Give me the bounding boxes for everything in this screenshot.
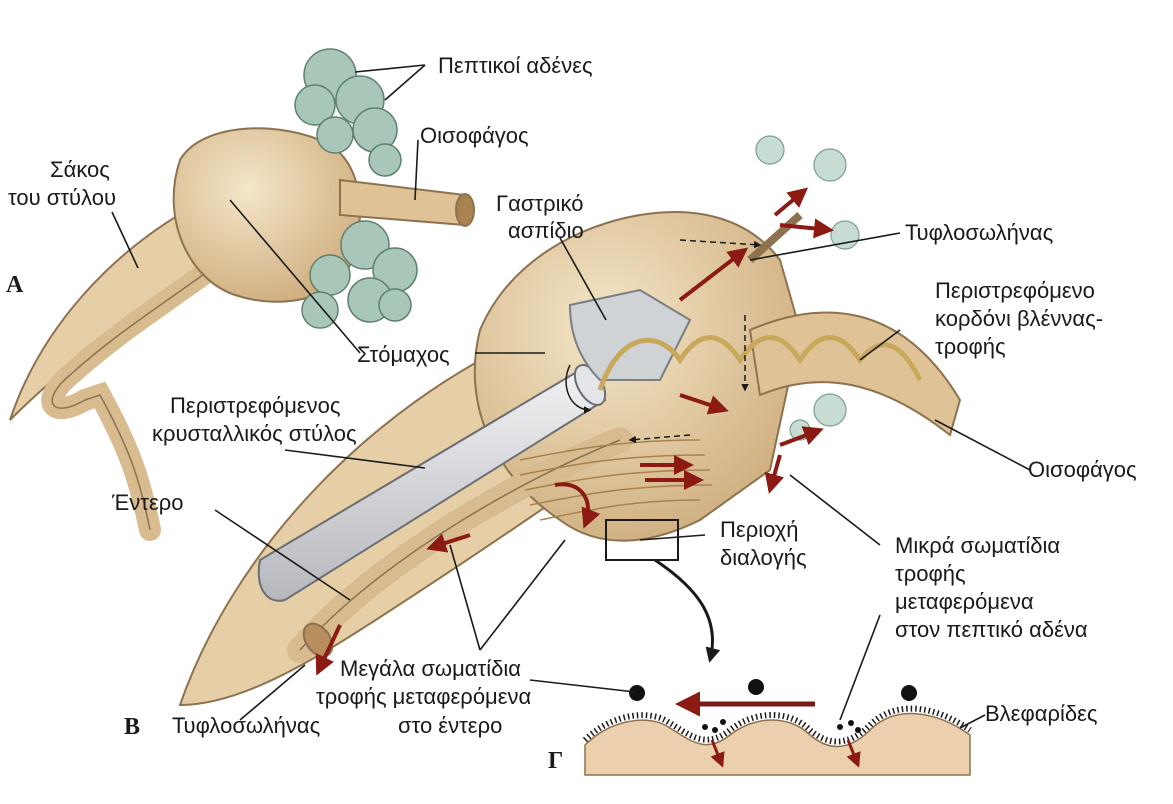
label-intestine: Έντερο: [111, 490, 184, 515]
peptic-gland-cluster-bottom: [301, 220, 418, 329]
diagram-labels: Πεπτικοί αδένες Οισοφάγος Σάκος του στύλ…: [8, 53, 1137, 738]
leader-lines: [111, 64, 1031, 729]
panel-label-c: Γ: [548, 748, 563, 774]
label-large-particles-3: στο έντερο: [398, 713, 502, 738]
label-large-particles-2: τροφής μεταφερόμενα: [316, 684, 532, 709]
esophagus-b-shape: [748, 311, 962, 437]
typhlosole-channel: [747, 212, 803, 263]
label-style-sac-1: Σάκος: [50, 157, 110, 182]
gastric-shield: [568, 288, 692, 381]
label-rotating-cord-3: τροφής: [935, 334, 1006, 359]
cilia-fringe: [582, 705, 972, 745]
peptic-gland-cluster-b-top: [755, 135, 860, 250]
label-crystalline-style-1: Περιστρεφόμενος: [170, 393, 341, 418]
label-esophagus-top: Οισοφάγος: [420, 123, 529, 148]
label-small-particles-1: Μικρά σωματίδια: [895, 533, 1060, 558]
zoom-box: [605, 519, 679, 561]
label-large-particles-1: Μεγάλα σωματίδια: [340, 656, 521, 681]
label-stomach: Στόμαχος: [357, 342, 450, 367]
label-style-sac-2: του στύλου: [8, 185, 116, 210]
rotating-mucus-cord: [597, 335, 923, 391]
label-small-particles-4: στον πεπτικό αδένα: [895, 617, 1088, 642]
esophagus-a-opening: [455, 193, 475, 227]
label-typhlosole-bottom: Τυφλοσωλήνας: [172, 713, 320, 738]
label-rotating-cord-1: Περιστρεφόμενο: [935, 278, 1095, 303]
label-small-particles-3: μεταφερόμενα: [895, 589, 1034, 614]
label-esophagus-right: Οισοφάγος: [1028, 457, 1137, 482]
food-particles-small: [702, 719, 861, 733]
flow-arrows: [315, 187, 834, 676]
label-small-particles-2: τροφής: [895, 561, 966, 586]
panel-label-a: A: [6, 272, 24, 298]
peptic-gland-cluster-top: [294, 48, 402, 177]
cilia-epithelium: [584, 712, 971, 776]
label-sorting-area-2: διαλογής: [720, 545, 807, 570]
stomach-a-shape: [172, 127, 361, 303]
panel-a-illustration: A: [6, 48, 475, 541]
label-crystalline-style-2: κρυσταλλικός στύλος: [152, 421, 357, 446]
label-rotating-cord-2: κορδόνι βλέννας-: [935, 306, 1103, 331]
food-particles-large: [629, 679, 917, 701]
label-typhlosole-top: Τυφλοσωλήνας: [905, 220, 1053, 245]
panel-label-b: B: [124, 714, 140, 740]
zoom-arrow: [654, 558, 721, 663]
label-cilia: Βλεφαρίδες: [985, 701, 1098, 726]
crystalline-style: [257, 368, 607, 602]
peptic-gland-cluster-b-bottom: [789, 393, 847, 441]
label-peptic-glands: Πεπτικοί αδένες: [438, 53, 593, 78]
label-gastric-shield-2: ασπίδιο: [508, 218, 584, 243]
label-gastric-shield-1: Γαστρικό: [496, 191, 583, 216]
panel-b-illustration: B: [124, 135, 962, 740]
panel-c-illustration: Γ: [548, 679, 972, 776]
dashed-flow-arrows: [628, 239, 762, 444]
label-sorting-area-1: Περιοχή: [720, 517, 799, 542]
